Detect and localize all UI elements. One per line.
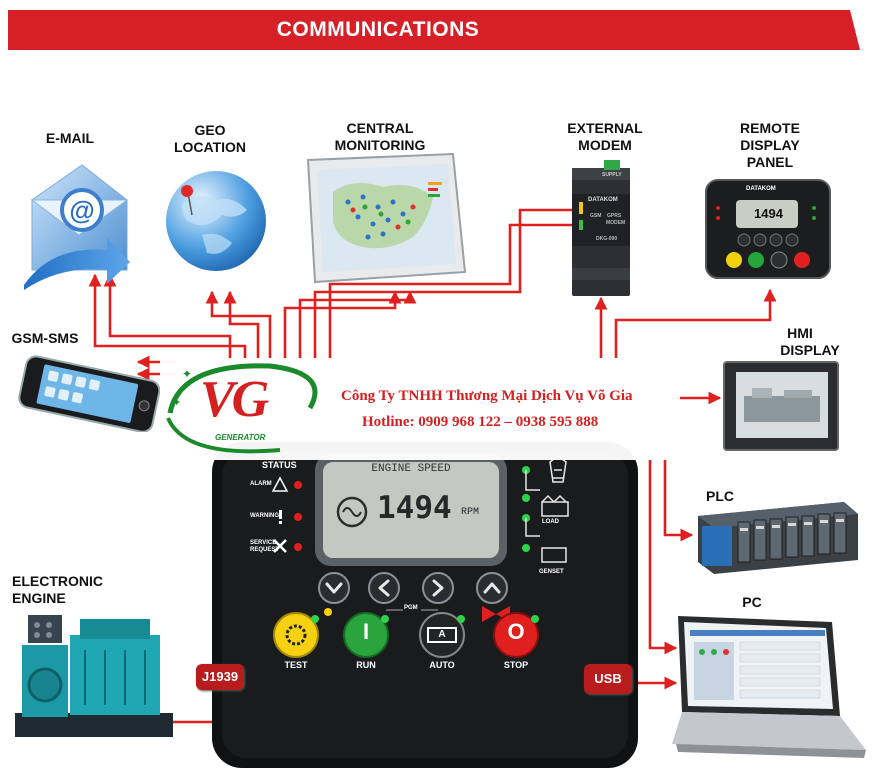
status-label: STATUS [262,460,297,470]
modem-supply: SUPPLY [602,172,622,178]
logo-subtitle: GENERATOR [215,433,266,442]
auto-label: AUTO [429,660,455,670]
remote-label-1: REMOTE [740,120,800,136]
j1939-port-badge: J1939 [196,664,244,690]
laptop-icon [672,616,866,758]
lcd-title: ENGINE SPEED [371,463,451,475]
banner-bar [8,10,860,50]
hmi-label-1: HMI [787,325,813,341]
run-label: RUN [356,660,376,670]
remote-brand: DATAKOM [746,186,776,192]
remote-panel-icon [705,179,831,279]
gsm-label: GSM-SMS [11,330,79,346]
usb-port-badge: USB [584,664,632,694]
genset-label: GENSET [539,569,564,575]
remote-label-2: DISPLAY [740,137,800,153]
globe-icon [166,171,266,271]
svg-text:✦: ✦ [172,396,181,409]
lcd-rpm-unit: RPM [461,507,480,518]
modem-gprs: GPRS [607,213,622,219]
service-label-2: REQUEST [250,547,280,553]
plc-label: PLC [706,488,734,504]
remote-rpm: 1494 [754,206,783,221]
logo-letters: VG [200,371,269,428]
smartphone-icon [18,355,161,432]
hmi-label-2: DISPLAY [780,342,840,358]
email-label: E-MAIL [45,130,95,146]
engine-label-2: ENGINE [12,590,66,606]
geo-label-1: GEO [194,122,226,138]
test-label: TEST [284,660,308,670]
modem-brand: DATAKOM [588,197,618,203]
stop-label: STOP [503,660,529,670]
monitor-map-icon [306,152,467,284]
lcd-rpm: 1494 [377,490,452,526]
generator-engine-icon [15,615,173,737]
hmi-display-icon [723,361,839,451]
pgm-label: PGM [404,605,418,611]
modem-modem: MODEM [606,220,626,226]
email-icon: @ [24,164,130,290]
stop-symbol: O [507,619,525,644]
company-name: Công Ty TNHH Thương Mại Dịch Vụ Võ Gia [341,388,633,404]
plc-icon [698,502,858,574]
central-label-1: CENTRAL [346,120,414,136]
company-logo: ✦ ✦ [166,363,318,454]
warning-label: WARNING [250,513,279,519]
svg-text:@: @ [69,195,94,225]
service-label-1: SERVICE [250,540,277,546]
pc-label: PC [742,594,762,610]
company-overlay [160,358,680,460]
central-label-2: MONITORING [334,137,426,153]
modem-icon [572,160,630,296]
remote-label-3: PANEL [746,154,794,170]
auto-symbol: A [438,629,446,640]
load-label: LOAD [542,519,559,525]
modem-gsm: GSM [590,213,602,219]
geo-label-2: LOCATION [173,139,247,155]
svg-text:✦: ✦ [182,367,192,381]
modem-label-1: EXTERNAL [567,120,643,136]
banner-title: COMMUNICATIONS [276,18,480,41]
run-symbol: I [362,619,370,644]
modem-label-2: MODEM [578,137,632,153]
alarm-label: ALARM [250,481,272,487]
modem-model: DKG-090 [596,236,618,242]
controller-body [212,442,638,768]
company-hotline: Hotline: 0909 968 122 – 0938 595 888 [362,414,599,430]
engine-label-1: ELECTRONIC [12,573,103,589]
